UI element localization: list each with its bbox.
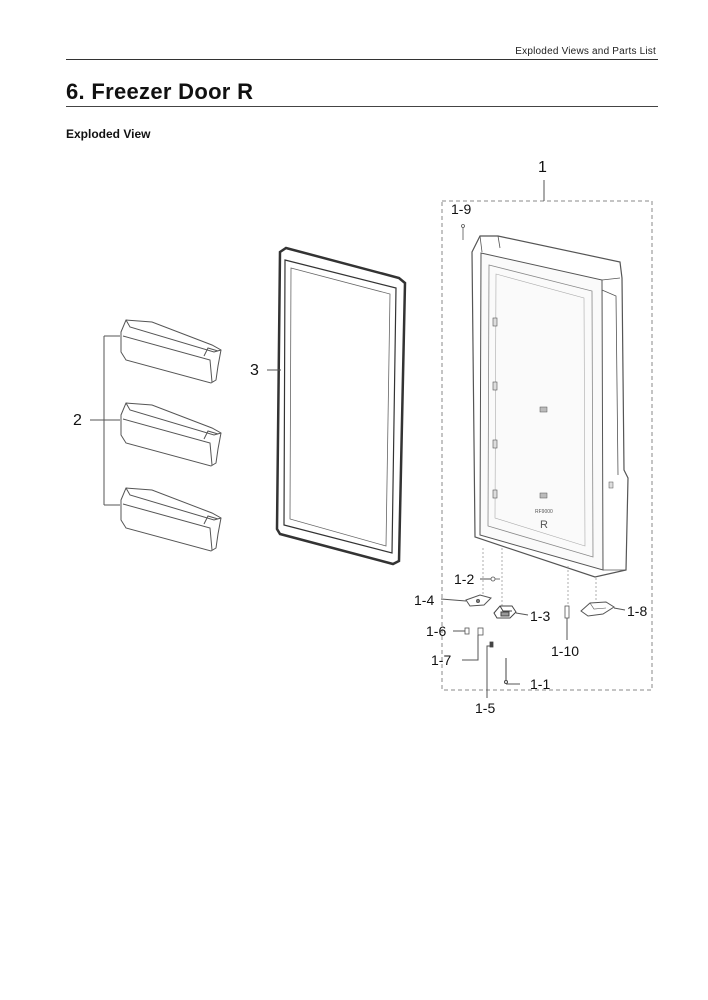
leader-lines <box>440 578 626 698</box>
door-gasket <box>275 246 407 566</box>
bracket-2 <box>90 335 120 506</box>
callout-1-8: 1-8 <box>627 603 647 619</box>
callout-1-7: 1-7 <box>431 652 451 668</box>
section-heading: Exploded View <box>66 127 151 141</box>
part-1-8-cover <box>580 601 615 617</box>
page-title: 6. Freezer Door R <box>66 79 254 104</box>
door-bin-middle <box>120 402 222 467</box>
header-section-label: Exploded Views and Parts List <box>515 46 656 57</box>
callout-2: 2 <box>73 412 82 429</box>
header-rule <box>66 59 658 60</box>
callout-1-2: 1-2 <box>454 571 474 587</box>
part-1-9-screw <box>461 224 465 240</box>
callout-3: 3 <box>250 362 259 379</box>
assembly-1-dashed-box <box>441 200 653 691</box>
callout-1-5: 1-5 <box>475 700 495 716</box>
callout-1-6: 1-6 <box>426 623 446 639</box>
part-1-10-pin <box>564 605 570 619</box>
callout-1-3: 1-3 <box>530 608 550 624</box>
callout-1-10: 1-10 <box>551 643 579 659</box>
part-1-6-bushing <box>464 627 470 635</box>
part-1-7-cap <box>477 627 484 636</box>
callout-1: 1 <box>538 159 547 176</box>
title-rule <box>66 106 658 107</box>
alignment-lines <box>482 548 597 606</box>
part-1-4-plate <box>465 594 492 607</box>
part-1-2-screw <box>490 576 500 582</box>
door-bin-top <box>120 319 222 384</box>
freezer-door-body <box>471 235 629 578</box>
part-1-1-wire <box>504 658 508 684</box>
part-1-3-hinge <box>493 605 517 619</box>
callout-1-9: 1-9 <box>451 201 471 217</box>
part-1-5-pin <box>489 641 494 648</box>
door-letter: R <box>540 519 548 531</box>
door-bins <box>120 319 222 552</box>
callout-1-4: 1-4 <box>414 592 434 608</box>
callout-1-1: 1-1 <box>530 676 550 692</box>
door-bin-bottom <box>120 487 222 552</box>
door-model-text: RF9000 <box>535 509 553 515</box>
